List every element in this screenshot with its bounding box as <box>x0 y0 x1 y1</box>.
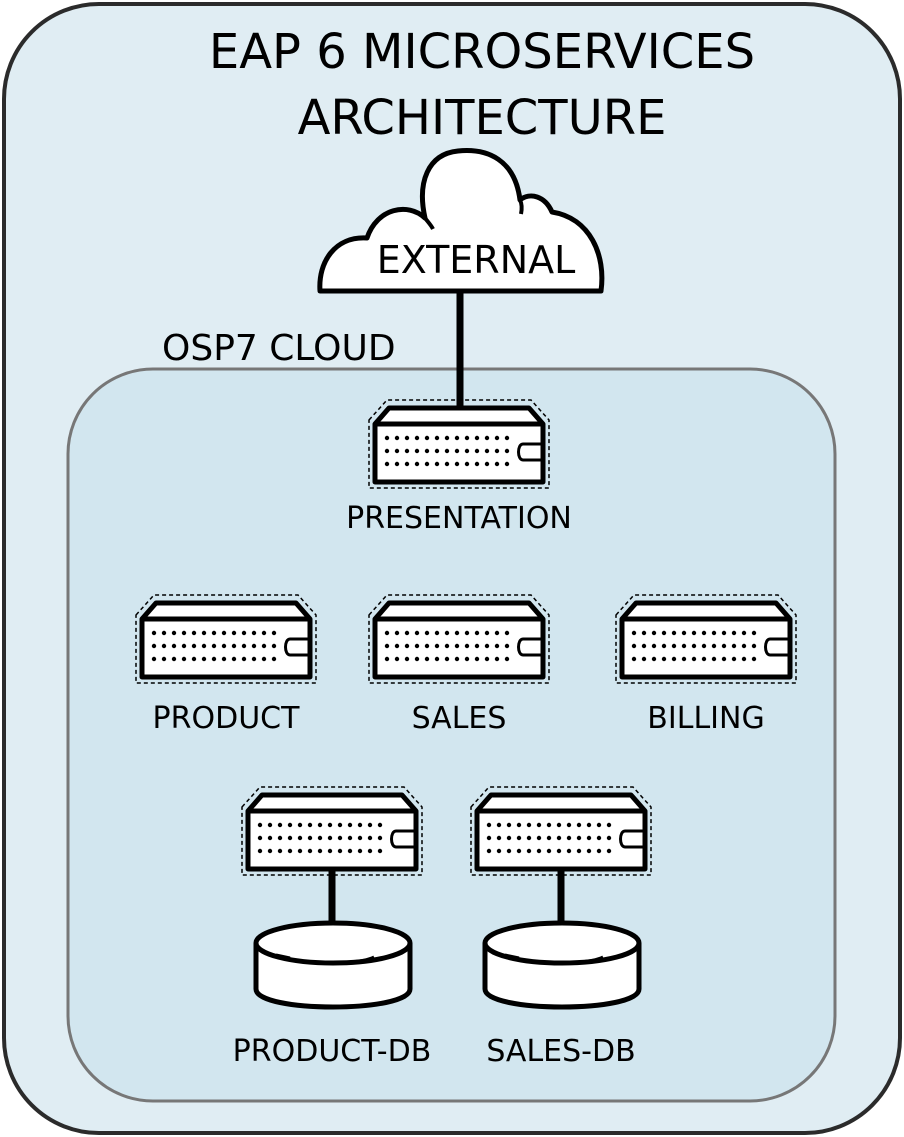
billing-label: BILLING <box>647 701 764 736</box>
sales-label: SALES <box>412 701 507 736</box>
server-sales-db-server <box>470 786 652 876</box>
server-icon <box>470 786 652 876</box>
server-product-db-server <box>241 786 423 876</box>
osp7-cloud-region <box>66 367 837 1103</box>
database-icon <box>253 920 413 1010</box>
server-product <box>135 594 317 684</box>
sales-db-label: SALES-DB <box>486 1034 635 1069</box>
product-label: PRODUCT <box>153 701 301 736</box>
external-label: EXTERNAL <box>377 238 576 282</box>
title-line-2: ARCHITECTURE <box>298 90 667 146</box>
database-icon <box>482 920 642 1010</box>
server-icon <box>241 786 423 876</box>
server-billing <box>615 594 797 684</box>
product-db-label: PRODUCT-DB <box>233 1034 432 1069</box>
presentation-label: PRESENTATION <box>346 501 572 536</box>
server-sales <box>368 594 550 684</box>
server-presentation <box>368 399 550 489</box>
cloud-icon <box>317 148 605 294</box>
title-line-1: EAP 6 MICROSERVICES <box>209 24 755 80</box>
server-icon <box>135 594 317 684</box>
server-icon <box>368 399 550 489</box>
server-icon <box>615 594 797 684</box>
osp7-cloud-label: OSP7 CLOUD <box>162 328 396 369</box>
server-icon <box>368 594 550 684</box>
